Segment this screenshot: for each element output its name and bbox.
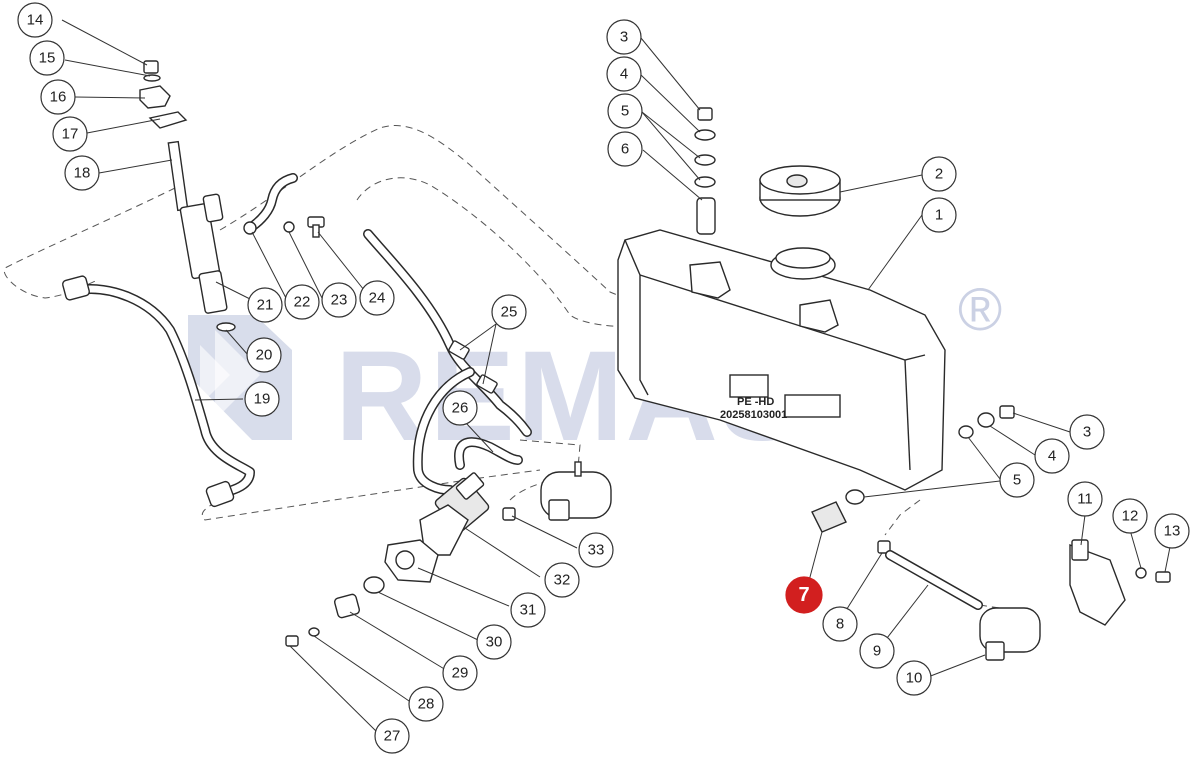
svg-text:12: 12 <box>1122 508 1139 525</box>
svg-text:22: 22 <box>294 294 311 311</box>
svg-text:33: 33 <box>588 542 605 559</box>
svg-text:5: 5 <box>621 103 629 120</box>
callout-part-33[interactable]: 33 <box>578 532 614 568</box>
callout-part-17[interactable]: 17 <box>52 116 88 152</box>
callout-part-7-highlighted[interactable]: 7 <box>785 576 823 614</box>
svg-text:7: 7 <box>798 584 809 606</box>
part-right-side-fittings <box>811 405 1171 661</box>
svg-text:1: 1 <box>935 207 943 224</box>
callout-part-10[interactable]: 10 <box>896 660 932 696</box>
callout-part-21[interactable]: 21 <box>247 287 283 323</box>
callout-part-14[interactable]: 14 <box>17 2 53 38</box>
callout-part-20[interactable]: 20 <box>246 337 282 373</box>
part-1-fuel-tank: PE -HD 20258103001 <box>617 229 946 491</box>
svg-text:25: 25 <box>501 304 518 321</box>
part-25-26-hoses <box>363 229 532 495</box>
callout-part-22[interactable]: 22 <box>284 284 320 320</box>
svg-text:32: 32 <box>554 572 571 589</box>
part-injector-assembly <box>139 60 236 332</box>
svg-text:27: 27 <box>384 728 401 745</box>
svg-text:31: 31 <box>520 602 537 619</box>
callout-part-5[interactable]: 5 <box>607 93 643 129</box>
callout-part-16[interactable]: 16 <box>40 79 76 115</box>
callout-part-23[interactable]: 23 <box>321 282 357 318</box>
callout-part-30[interactable]: 30 <box>476 624 512 660</box>
tank-code-label: 20258103001 <box>720 409 787 421</box>
leader-lines <box>61 19 1171 736</box>
callout-part-2[interactable]: 2 <box>921 156 957 192</box>
svg-text:16: 16 <box>50 89 67 106</box>
callout-part-25[interactable]: 25 <box>491 294 527 330</box>
svg-text:15: 15 <box>39 50 56 67</box>
svg-text:29: 29 <box>452 665 469 682</box>
svg-text:6: 6 <box>621 141 629 158</box>
svg-text:5: 5 <box>1013 472 1021 489</box>
callout-part-6[interactable]: 6 <box>607 131 643 167</box>
callout-part-32[interactable]: 32 <box>544 562 580 598</box>
callout-part-5-right[interactable]: 5 <box>999 462 1035 498</box>
callout-part-11[interactable]: 11 <box>1067 481 1103 517</box>
part-3-6-bolt-stack <box>694 107 716 235</box>
callout-part-27[interactable]: 27 <box>374 718 410 754</box>
svg-text:3: 3 <box>620 29 628 46</box>
svg-text:24: 24 <box>369 290 386 307</box>
callout-part-9[interactable]: 9 <box>859 633 895 669</box>
callout-part-3[interactable]: 3 <box>606 19 642 55</box>
svg-text:3: 3 <box>1083 424 1091 441</box>
part-7-fitting <box>811 501 847 533</box>
part-19-fuel-pipe <box>62 275 255 508</box>
callout-part-18[interactable]: 18 <box>64 155 100 191</box>
callout-part-28[interactable]: 28 <box>408 686 444 722</box>
callout-part-26[interactable]: 26 <box>442 390 478 426</box>
part-2-tank-cap <box>759 165 841 217</box>
svg-text:4: 4 <box>1048 448 1056 465</box>
callout-part-31[interactable]: 31 <box>510 592 546 628</box>
svg-text:2: 2 <box>935 166 943 183</box>
svg-text:14: 14 <box>27 12 44 29</box>
svg-text:17: 17 <box>62 126 79 143</box>
svg-text:20: 20 <box>256 347 273 364</box>
tank-material-label: PE -HD <box>737 396 774 408</box>
callout-part-29[interactable]: 29 <box>442 655 478 691</box>
svg-text:28: 28 <box>418 696 435 713</box>
callout-part-12[interactable]: 12 <box>1112 498 1148 534</box>
svg-text:19: 19 <box>254 391 271 408</box>
svg-text:9: 9 <box>873 643 881 660</box>
callout-part-3-right[interactable]: 3 <box>1069 414 1105 450</box>
svg-text:11: 11 <box>1077 491 1093 508</box>
svg-text:30: 30 <box>486 634 503 651</box>
callout-part-8[interactable]: 8 <box>822 606 858 642</box>
callout-part-15[interactable]: 15 <box>29 40 65 76</box>
svg-text:23: 23 <box>331 292 348 309</box>
svg-text:13: 13 <box>1164 523 1181 540</box>
part-banjo-fittings <box>243 173 325 238</box>
svg-text:18: 18 <box>74 165 91 182</box>
part-fuel-pump-assembly <box>285 461 612 647</box>
callout-part-24[interactable]: 24 <box>359 280 395 316</box>
callouts: 14 15 16 17 18 19 20 21 22 23 24 25 26 3… <box>17 2 1190 754</box>
svg-text:4: 4 <box>620 66 628 83</box>
watermark-registered-mark: ® <box>958 276 1002 343</box>
callout-part-19[interactable]: 19 <box>244 381 280 417</box>
svg-text:21: 21 <box>257 297 274 314</box>
svg-text:10: 10 <box>906 670 923 687</box>
callout-part-1[interactable]: 1 <box>921 197 957 233</box>
callout-part-4[interactable]: 4 <box>606 56 642 92</box>
svg-text:26: 26 <box>452 400 469 417</box>
callout-part-4-right[interactable]: 4 <box>1034 438 1070 474</box>
svg-text:8: 8 <box>836 616 844 633</box>
callout-part-13[interactable]: 13 <box>1154 513 1190 549</box>
